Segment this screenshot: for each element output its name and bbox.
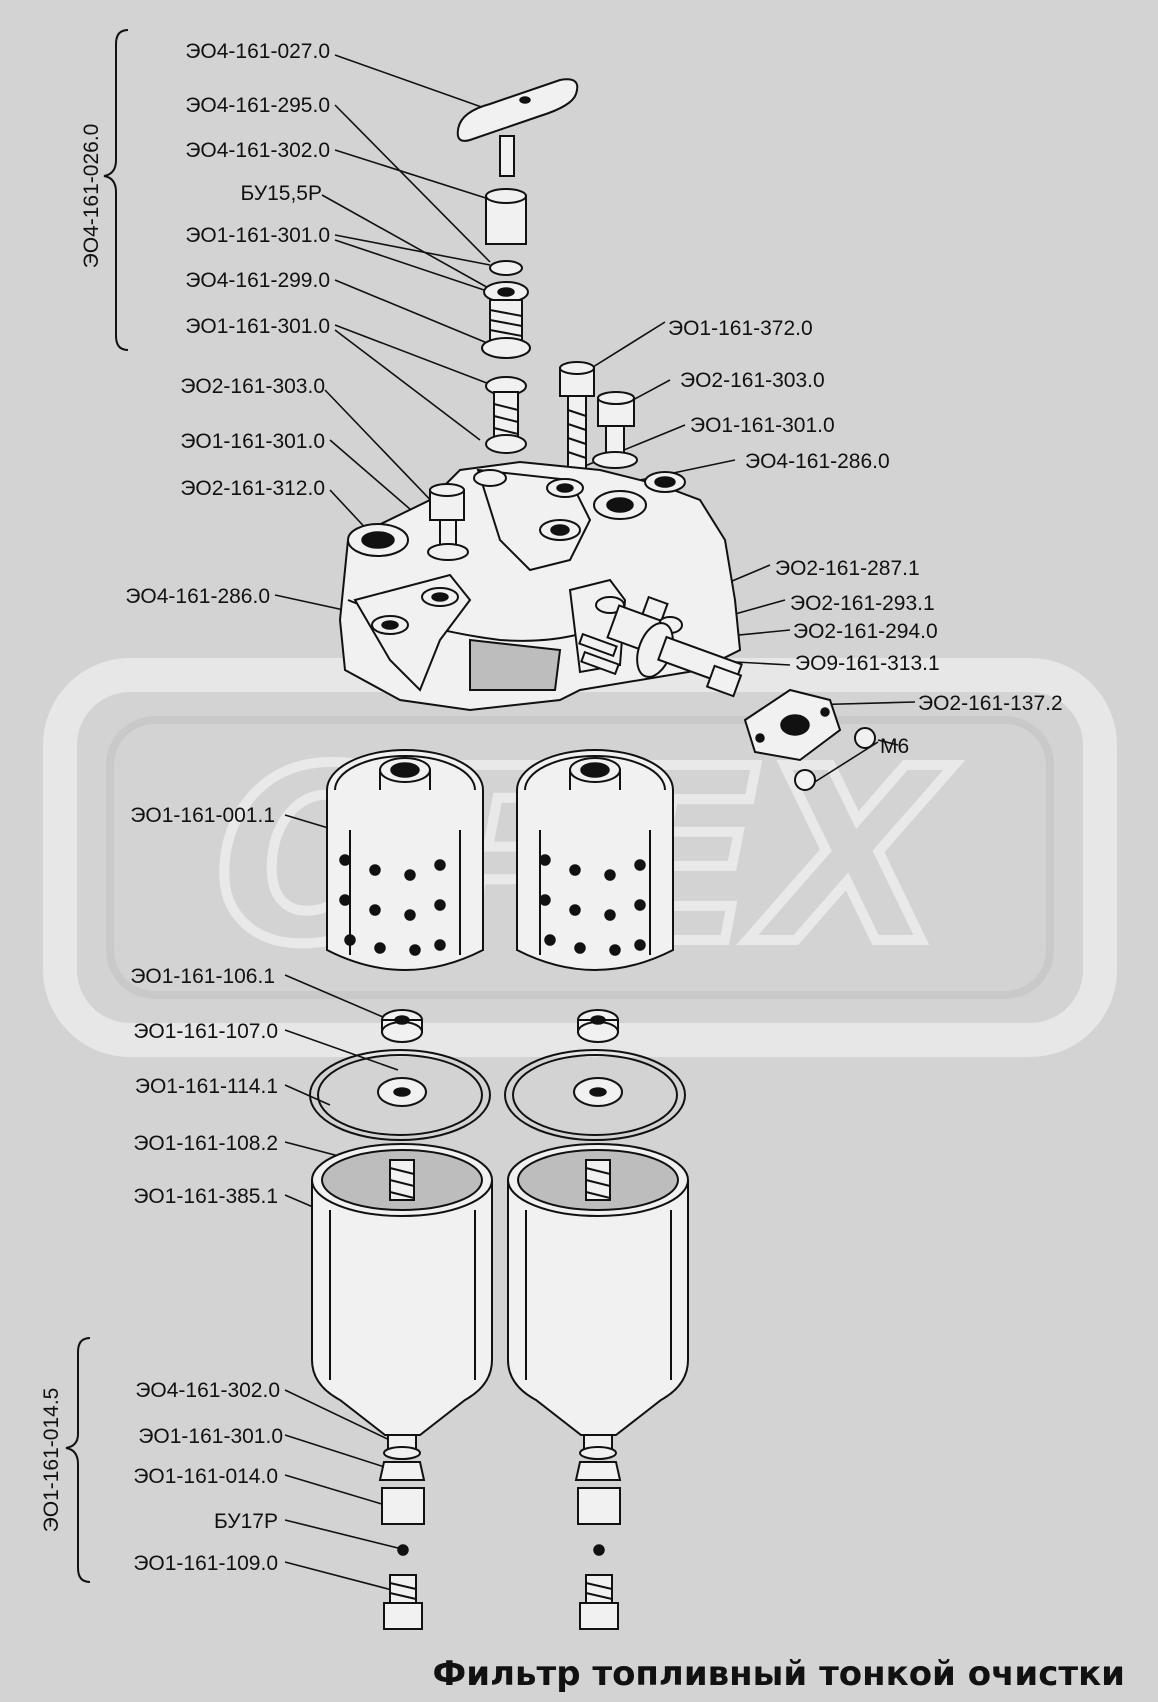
bracket-lower-label: ЭО1-161-014.5 <box>40 1388 63 1533</box>
label-left: ЭО1-161-106.1 <box>130 965 275 988</box>
labels-left: ЭО4-161-027.0 ЭО4-161-295.0 ЭО4-161-302.… <box>125 40 330 1575</box>
label-left: ЭО1-161-108.2 <box>133 1132 278 1155</box>
flange <box>743 688 876 791</box>
shaft-assembly <box>578 595 743 698</box>
label-left: ЭО2-161-303.0 <box>180 375 325 398</box>
label-left: ЭО1-161-301.0 <box>185 315 330 338</box>
filter-element-right <box>516 749 674 971</box>
label-left: ЭО1-161-107.0 <box>133 1020 278 1043</box>
label-right: ЭО9-161-313.1 <box>795 652 940 675</box>
label-left: ЭО4-161-299.0 <box>185 269 330 292</box>
bracket-upper-label: ЭО4-161-026.0 <box>80 124 103 269</box>
label-right: ЭО2-161-293.1 <box>790 592 935 615</box>
bracket-upper: ЭО4-161-026.0 <box>80 29 129 351</box>
label-left: ЭО4-161-302.0 <box>135 1379 280 1402</box>
label-left: ЭО4-161-286.0 <box>125 585 270 608</box>
label-left: ЭО1-161-385.1 <box>133 1185 278 1208</box>
label-right: ЭО2-161-303.0 <box>680 369 825 392</box>
bowl-left <box>311 1143 493 1630</box>
bowl-right <box>507 1143 689 1630</box>
label-left: ЭО1-161-301.0 <box>180 430 325 453</box>
label-left: БУ15,5Р <box>240 182 322 205</box>
label-left: БУ17Р <box>214 1510 278 1533</box>
page-title: Фильтр топливный тонкой очистки <box>433 1654 1125 1694</box>
label-right: ЭО1-161-372.0 <box>668 317 813 340</box>
seal-rings <box>309 1049 686 1141</box>
leader-lines <box>274 54 916 1591</box>
label-right: ЭО2-161-294.0 <box>793 620 938 643</box>
bracket-lower: ЭО1-161-014.5 <box>40 1337 91 1583</box>
label-left: ЭО4-161-302.0 <box>185 139 330 162</box>
filter-element-left <box>326 749 484 971</box>
label-right: ЭО4-161-286.0 <box>745 450 890 473</box>
label-right: ЭО2-161-287.1 <box>775 557 920 580</box>
labels-right: ЭО1-161-372.0 ЭО2-161-303.0 ЭО1-161-301.… <box>668 317 1063 758</box>
washers-under-elements <box>381 1009 619 1043</box>
label-left: ЭО4-161-295.0 <box>185 94 330 117</box>
handle-assembly <box>456 78 579 454</box>
label-left: ЭО4-161-027.0 <box>185 40 330 63</box>
label-right: ЭО1-161-301.0 <box>690 414 835 437</box>
label-left: ЭО1-161-301.0 <box>138 1425 283 1448</box>
label-left: ЭО1-161-114.1 <box>135 1075 278 1098</box>
label-left: ЭО1-161-014.0 <box>133 1465 278 1488</box>
filter-head-housing <box>338 460 742 712</box>
label-right: М6 <box>880 735 909 758</box>
label-left: ЭО1-161-301.0 <box>185 224 330 247</box>
label-left: ЭО2-161-312.0 <box>180 477 325 500</box>
label-right: ЭО2-161-137.2 <box>918 692 1063 715</box>
label-left: ЭО1-161-001.1 <box>130 804 275 827</box>
label-left: ЭО1-161-109.0 <box>133 1552 278 1575</box>
bolts-right <box>559 361 638 471</box>
